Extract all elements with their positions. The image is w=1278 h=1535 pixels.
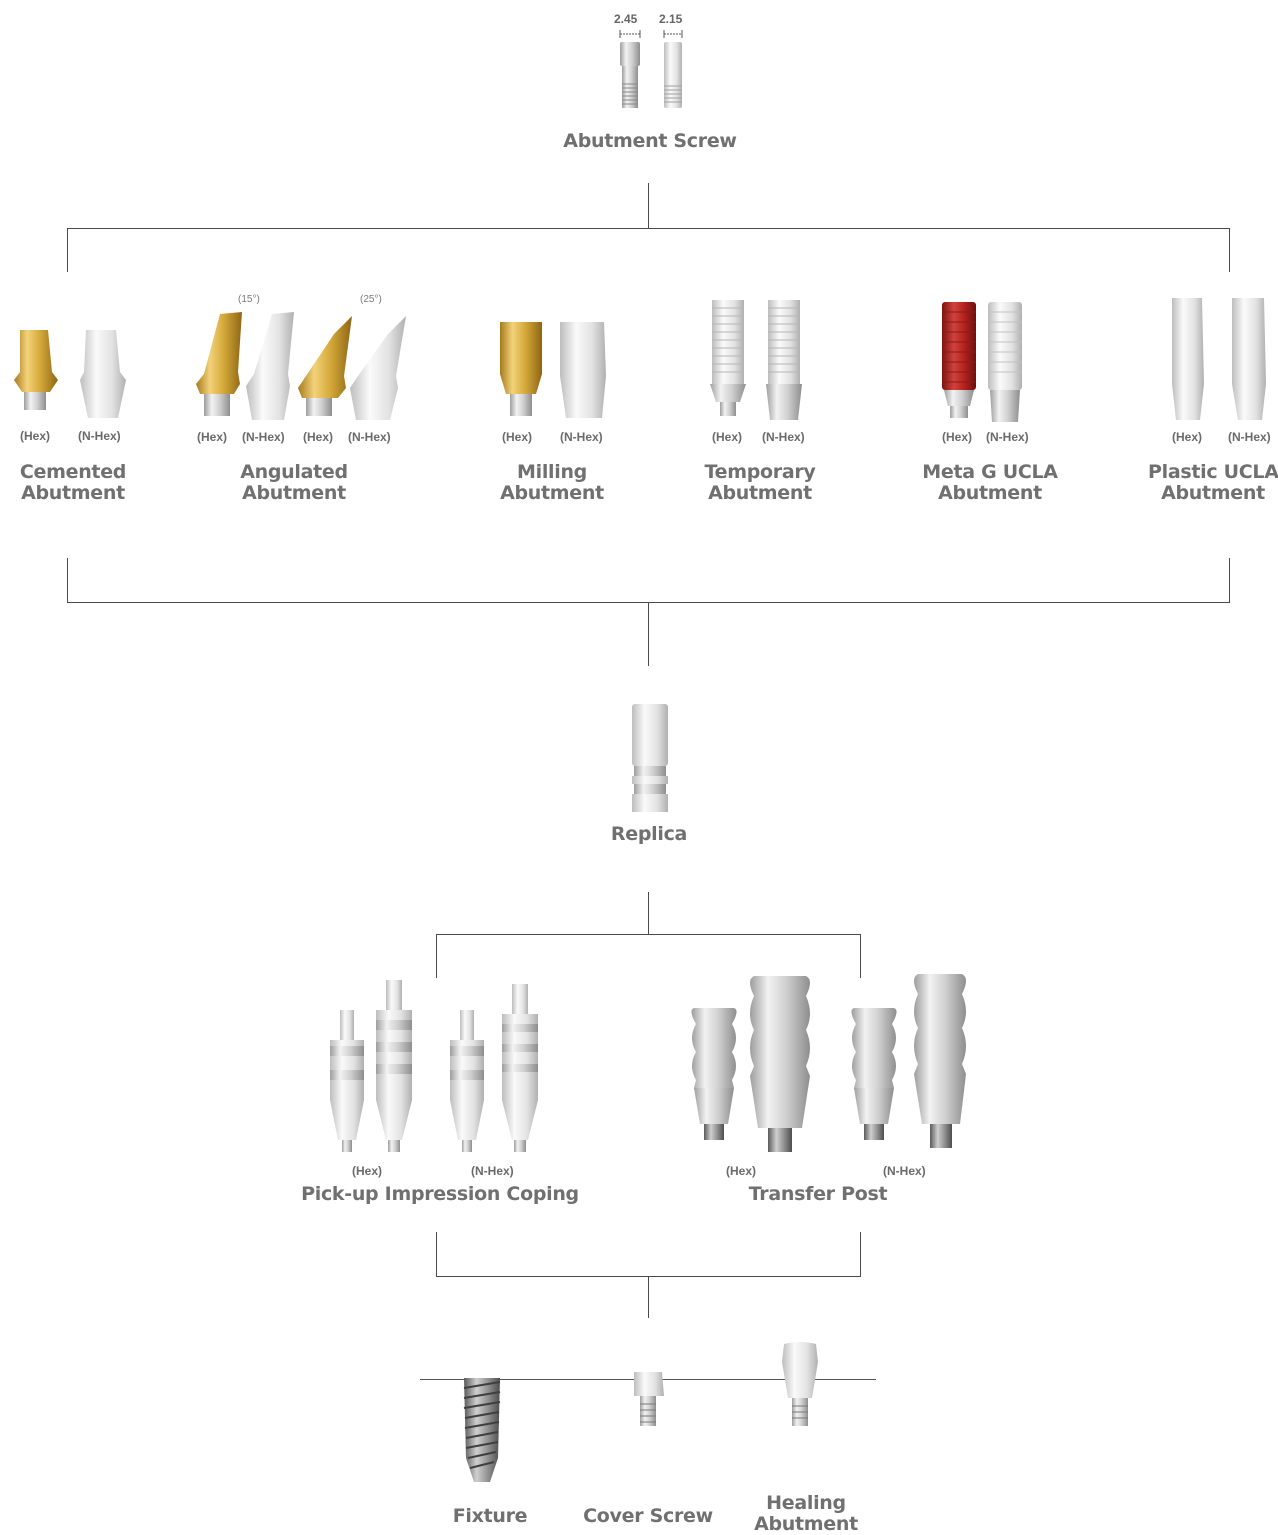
dimension-label-2: 2.15 <box>659 12 683 26</box>
variant-label: (Hex) <box>20 429 51 443</box>
angle-label-25: (25°) <box>360 294 382 305</box>
connector-line <box>648 892 649 934</box>
pickup-impression-coping-image <box>330 980 538 1152</box>
variant-label: (N-Hex) <box>883 1164 926 1178</box>
bracket-right <box>860 1232 861 1276</box>
variant-label: (Hex) <box>352 1164 383 1178</box>
bracket-left <box>67 558 68 602</box>
variant-label: (Hex) <box>942 430 973 444</box>
pickup-impression-coping-title: Pick-up Impression Coping <box>301 1183 579 1205</box>
variant-label: (N-Hex) <box>762 430 805 444</box>
variant-label: (Hex) <box>197 430 228 444</box>
variant-label: (Hex) <box>1172 430 1203 444</box>
meta-g-ucla-abutment-image <box>942 302 1022 422</box>
connector-line <box>648 183 649 229</box>
variant-label: (Hex) <box>502 430 533 444</box>
variant-label: (Hex) <box>726 1164 757 1178</box>
dimension-label-1: 2.45 <box>614 12 638 26</box>
milling-abutment-image <box>500 322 606 418</box>
variant-label: (N-Hex) <box>242 430 285 444</box>
connector-line <box>648 602 649 666</box>
replica-image <box>632 704 668 812</box>
bracket-line <box>436 934 861 935</box>
cover-screw-title: Cover Screw <box>583 1505 713 1527</box>
healing-abutment-image <box>782 1342 818 1426</box>
bracket-right <box>1229 558 1230 602</box>
variant-label: (N-Hex) <box>471 1164 514 1178</box>
bracket-left <box>67 228 68 272</box>
variant-label: (Hex) <box>303 430 334 444</box>
variant-label: (N-Hex) <box>348 430 391 444</box>
angle-label-15: (15°) <box>238 294 260 305</box>
variant-label: (N-Hex) <box>560 430 603 444</box>
cover-screw-image <box>634 1372 664 1426</box>
fixture-title: Fixture <box>452 1505 528 1527</box>
bracket-right <box>1229 228 1230 272</box>
connector-line <box>648 1276 649 1318</box>
transfer-post-image <box>691 974 966 1152</box>
bracket-line <box>67 228 1230 229</box>
bracket-left <box>436 1232 437 1276</box>
angulated-abutment-image <box>196 312 406 420</box>
variant-label: (N-Hex) <box>78 429 121 443</box>
cemented-abutment-image <box>14 330 126 418</box>
variant-label: (Hex) <box>712 430 743 444</box>
variant-label: (N-Hex) <box>986 430 1029 444</box>
bracket-left <box>436 934 437 978</box>
plastic-ucla-abutment-image <box>1172 298 1266 420</box>
fixture-image <box>463 1378 501 1482</box>
temporary-abutment-image <box>710 300 802 420</box>
bracket-right <box>860 934 861 978</box>
replica-label: Replica <box>610 823 688 845</box>
abutment-screw-label: Abutment Screw <box>563 130 737 152</box>
abutment-screw-image <box>619 30 683 108</box>
transfer-post-title: Transfer Post <box>748 1183 888 1205</box>
variant-label: (N-Hex) <box>1228 430 1271 444</box>
